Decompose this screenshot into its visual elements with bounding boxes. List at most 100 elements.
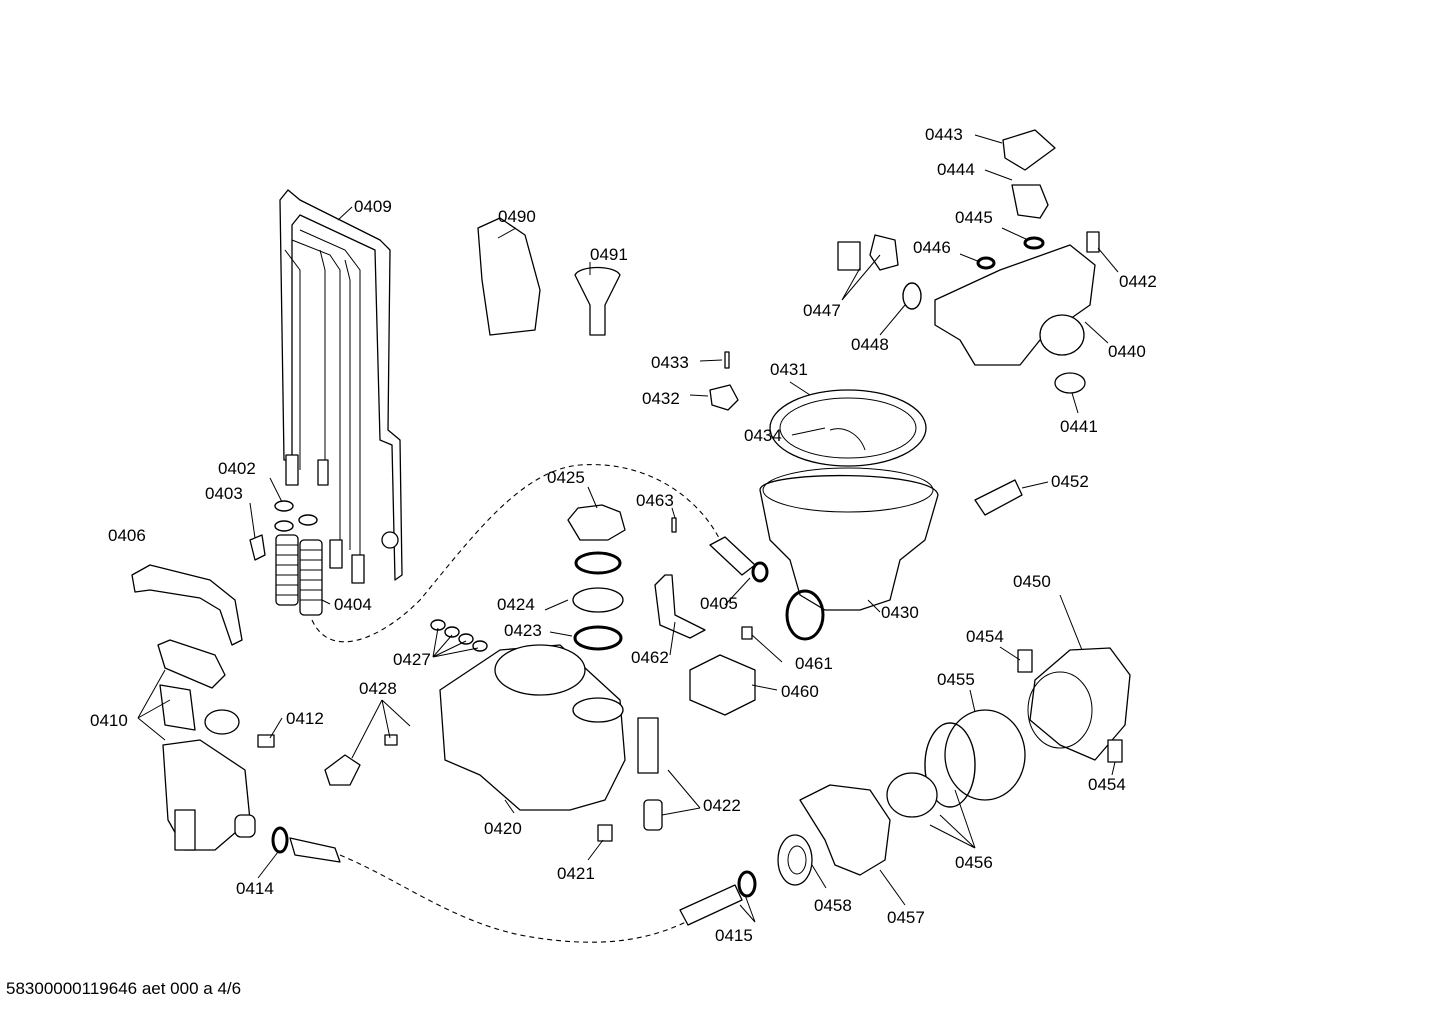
label-0440: 0440 — [1108, 342, 1146, 361]
label-0412: 0412 — [286, 709, 324, 728]
label-0409: 0409 — [354, 197, 392, 216]
label-0431: 0431 — [770, 360, 808, 379]
part-0421-clip — [597, 824, 613, 842]
part-0414-ring — [271, 826, 289, 854]
part-0423-seal — [573, 625, 623, 651]
part-0461-clip — [741, 626, 753, 640]
label-0402: 0402 — [218, 459, 256, 478]
part-0425-nut — [567, 504, 626, 541]
label-0454-top: 0454 — [966, 627, 1004, 646]
part-0454-clip-a — [1017, 649, 1033, 673]
part-0444-connector — [1011, 184, 1049, 219]
label-0424: 0424 — [497, 595, 535, 614]
part-0425-gasket — [574, 551, 622, 575]
label-0454-bottom: 0454 — [1088, 775, 1126, 794]
part-0490-jug — [477, 217, 541, 336]
part-0491-funnel — [574, 266, 621, 336]
part-0409-spray-pipe — [279, 189, 403, 584]
part-0443-cover — [1002, 129, 1056, 171]
label-0455: 0455 — [937, 670, 975, 689]
part-0463-screw — [671, 517, 677, 533]
label-0410: 0410 — [90, 711, 128, 730]
part-0456-seal — [924, 722, 976, 808]
part-0442-clip — [1086, 231, 1100, 253]
part-0428-spring — [384, 734, 398, 746]
part-0430-housing — [759, 474, 939, 611]
label-0428: 0428 — [359, 679, 397, 698]
label-0404: 0404 — [334, 595, 372, 614]
label-0420: 0420 — [484, 819, 522, 838]
label-0432: 0432 — [642, 389, 680, 408]
part-0427-caps — [430, 619, 488, 652]
part-0434-mark — [829, 428, 866, 451]
label-0443: 0443 — [925, 125, 963, 144]
label-0406: 0406 — [108, 526, 146, 545]
part-0430-ring — [785, 589, 825, 641]
label-0491: 0491 — [590, 245, 628, 264]
label-0452: 0452 — [1051, 472, 1089, 491]
label-0463: 0463 — [636, 491, 674, 510]
part-0452-heater — [974, 479, 1023, 516]
leader-lines — [137, 134, 1119, 923]
label-0425: 0425 — [547, 468, 585, 487]
part-0415-ring — [737, 870, 757, 898]
part-0428-valve — [324, 754, 361, 786]
label-0462: 0462 — [631, 648, 669, 667]
part-0431-lid — [769, 389, 927, 467]
label-0430: 0430 — [881, 603, 919, 622]
part-0424-ring — [572, 587, 624, 613]
label-0458: 0458 — [814, 896, 852, 915]
lower-hose-path — [339, 854, 691, 943]
label-0434: 0434 — [744, 426, 782, 445]
part-0414-hose — [289, 837, 341, 863]
part-0415-hose — [679, 884, 743, 926]
label-0447: 0447 — [803, 301, 841, 320]
label-0442: 0442 — [1119, 272, 1157, 291]
part-0412-clip — [257, 734, 275, 748]
part-0422-cap — [643, 799, 663, 831]
part-0412-cap — [204, 709, 240, 735]
label-0448: 0448 — [851, 335, 889, 354]
label-0415: 0415 — [715, 926, 753, 945]
part-0458-seal — [777, 834, 813, 886]
label-0460: 0460 — [781, 682, 819, 701]
label-0457: 0457 — [887, 908, 925, 927]
part-0402-0403-rings — [274, 500, 318, 532]
label-0450: 0450 — [1013, 572, 1051, 591]
part-0405-hose — [709, 536, 756, 576]
label-0414: 0414 — [236, 879, 274, 898]
label-0427: 0427 — [393, 650, 431, 669]
part-0448-ring — [902, 282, 922, 310]
label-0461: 0461 — [795, 654, 833, 673]
part-0406-cover — [131, 564, 243, 646]
label-0422: 0422 — [703, 796, 741, 815]
part-0422-float — [637, 717, 659, 774]
label-0446: 0446 — [913, 238, 951, 257]
label-0456: 0456 — [955, 853, 993, 872]
part-0403-clip — [249, 534, 266, 561]
label-0433: 0433 — [651, 353, 689, 372]
label-0423: 0423 — [504, 621, 542, 640]
label-0403: 0403 — [205, 484, 243, 503]
part-0445-ring — [1023, 236, 1045, 250]
part-0447-bracket — [837, 241, 861, 271]
part-0410-assembly — [157, 639, 256, 851]
label-0441: 0441 — [1060, 417, 1098, 436]
part-0404-hose — [275, 534, 323, 616]
part-0454-clip-b — [1107, 739, 1123, 763]
part-0457-pump-cover — [799, 784, 891, 876]
part-0446-ring-a — [976, 256, 996, 270]
part-0456-impeller — [886, 772, 938, 818]
part-0455-cover — [944, 709, 1026, 801]
upper-hose-path — [311, 464, 721, 643]
label-0405: 0405 — [700, 594, 738, 613]
part-0433-screw — [724, 351, 730, 369]
document-reference: 58300000119646 aet 000 a 4/6 — [6, 979, 242, 998]
part-0432-bracket — [709, 384, 739, 411]
label-0445: 0445 — [955, 208, 993, 227]
part-0460-relay — [689, 654, 756, 716]
label-0421: 0421 — [557, 864, 595, 883]
part-0447-sensor — [869, 234, 899, 271]
label-0490: 0490 — [498, 207, 536, 226]
